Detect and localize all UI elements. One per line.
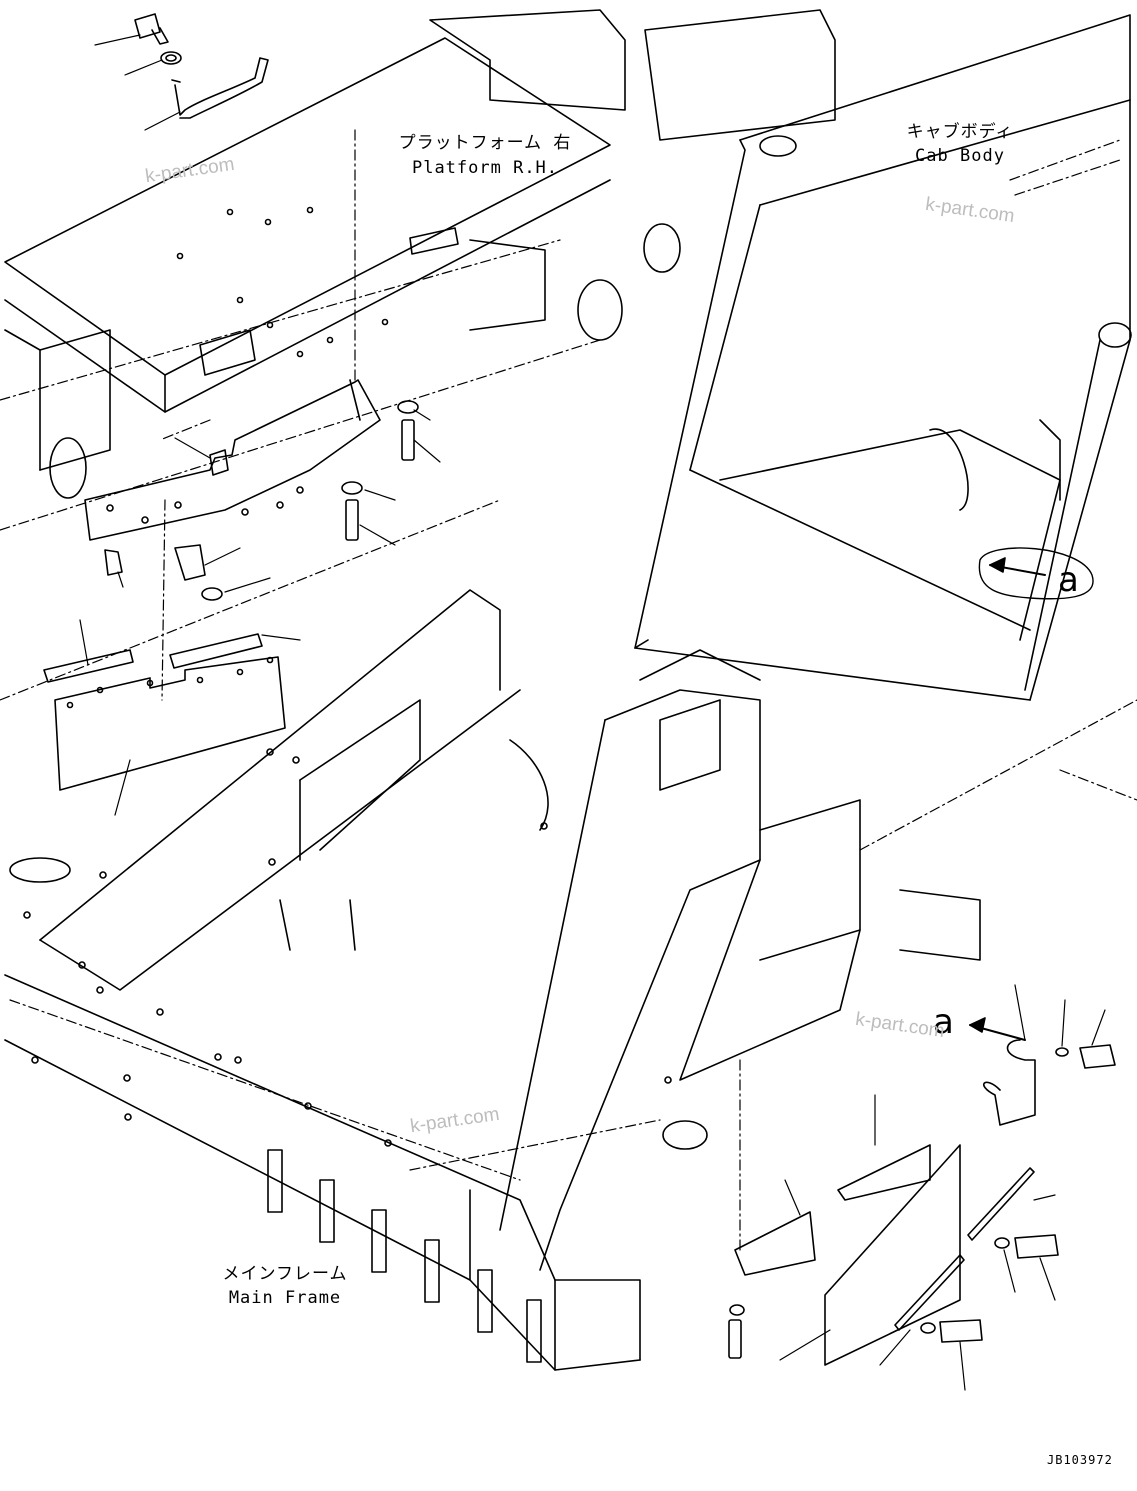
main-frame-label-jp: メインフレーム (222, 1264, 348, 1284)
mud-flap-set (43, 633, 286, 791)
view-a-callout-lower: a (933, 1002, 954, 1042)
cab-body (429, 9, 1132, 701)
cab-label-en: Cab Body (915, 146, 1005, 166)
drawing-code: JB103972 (1047, 1453, 1113, 1467)
bracket-assembly (84, 379, 419, 601)
view-a-arrows (969, 547, 1094, 1041)
main-frame (4, 589, 981, 1371)
view-a-callout-upper: a (1058, 560, 1079, 600)
cab-label-jp: キャブボディ (906, 122, 1014, 142)
handrail-top (134, 13, 269, 119)
lower-right-parts (728, 1039, 1116, 1366)
main-frame-label-en: Main Frame (228, 1288, 342, 1308)
platform-rh (4, 37, 611, 499)
platform-label-en: Platform R.H. (411, 158, 559, 178)
hidden-lines (0, 129, 1137, 1251)
platform-label-jp: プラットフォーム 右 (398, 133, 572, 153)
leader-lines (79, 34, 1106, 1391)
